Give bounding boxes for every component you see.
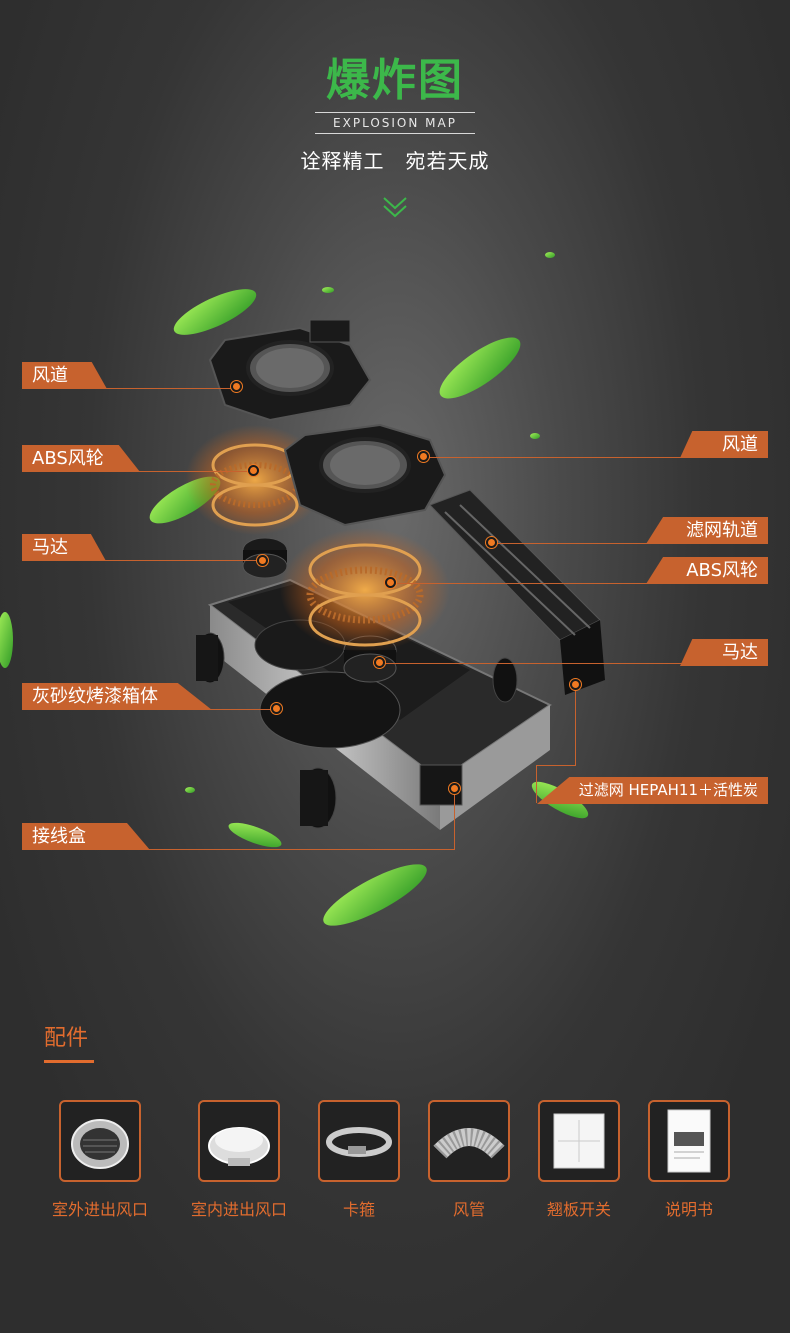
label-abs-impeller-right: ABS风轮	[646, 557, 768, 584]
subtitle-en: EXPLOSION MAP	[333, 116, 457, 130]
accessories-title: 配件	[44, 1026, 89, 1051]
label-filter-rail: 滤网轨道	[646, 517, 768, 544]
rocker-switch-icon	[553, 1113, 605, 1169]
callout-dot	[570, 679, 581, 690]
accessory-label: 卡箍	[342, 1200, 375, 1219]
leader-line	[100, 388, 238, 389]
callout-dot	[385, 577, 396, 588]
leader-line	[394, 583, 650, 584]
label-air-duct-left: 风道	[22, 362, 107, 389]
hose-clamp-icon	[326, 1127, 392, 1157]
leader-line	[428, 457, 684, 458]
double-chevron-down-icon	[383, 197, 407, 218]
subtitle-block: EXPLOSION MAP	[315, 112, 475, 134]
divider-line	[315, 133, 475, 134]
accessory-label: 翘板开关	[546, 1200, 611, 1219]
leader-line	[384, 663, 684, 664]
callout-dot	[257, 555, 268, 566]
callout-dot	[418, 451, 429, 462]
label-housing-box: 灰砂纹烤漆箱体	[22, 683, 212, 710]
flexible-duct-icon	[433, 1128, 505, 1159]
callout-dot	[271, 703, 282, 714]
vent-cover-icon	[71, 1119, 129, 1169]
page-title: 爆炸图	[326, 55, 464, 106]
callout-dot	[248, 465, 259, 476]
leader-line	[205, 709, 277, 710]
callout-dot	[231, 381, 242, 392]
air-duct-top	[208, 319, 372, 422]
leader-line	[536, 765, 576, 766]
leader-line	[536, 765, 537, 803]
slogan: 诠释精工 宛若天成	[300, 149, 490, 173]
label-abs-impeller-left: ABS风轮	[22, 445, 140, 472]
leader-line	[575, 685, 576, 765]
leader-line	[454, 790, 455, 850]
callout-dot	[374, 657, 385, 668]
ceiling-diffuser-icon	[208, 1127, 270, 1166]
leader-line	[145, 849, 455, 850]
accessory-flexible-duct[interactable]	[428, 1100, 510, 1182]
leader-line	[132, 471, 254, 472]
label-motor-left: 马达	[22, 534, 106, 561]
air-duct-middle	[283, 423, 447, 527]
accessories-title-underline	[44, 1060, 94, 1063]
accessory-indoor-vent[interactable]	[198, 1100, 280, 1182]
impeller-right	[280, 528, 450, 652]
divider-line	[315, 112, 475, 113]
manual-icon	[667, 1109, 711, 1173]
label-filter-hepa: 过滤网 HEPAH11＋活性炭	[537, 777, 768, 804]
filter-rail	[429, 489, 605, 695]
label-air-duct-right: 风道	[680, 431, 768, 458]
callout-dot	[486, 537, 497, 548]
accessory-outdoor-vent[interactable]	[59, 1100, 141, 1182]
label-motor-right: 马达	[680, 639, 768, 666]
accessory-label: 室外进出风口	[51, 1200, 148, 1219]
accessory-label: 说明书	[664, 1200, 713, 1219]
accessory-label: 室内进出风口	[190, 1200, 287, 1219]
label-wiring-box: 接线盒	[22, 823, 150, 850]
leader-line	[100, 560, 260, 561]
callout-dot	[449, 783, 460, 794]
accessory-rocker-switch[interactable]	[538, 1100, 620, 1182]
accessory-label: 风管	[452, 1200, 485, 1219]
accessory-hose-clamp[interactable]	[318, 1100, 400, 1182]
accessory-manual[interactable]	[648, 1100, 730, 1182]
leader-line	[495, 543, 650, 544]
